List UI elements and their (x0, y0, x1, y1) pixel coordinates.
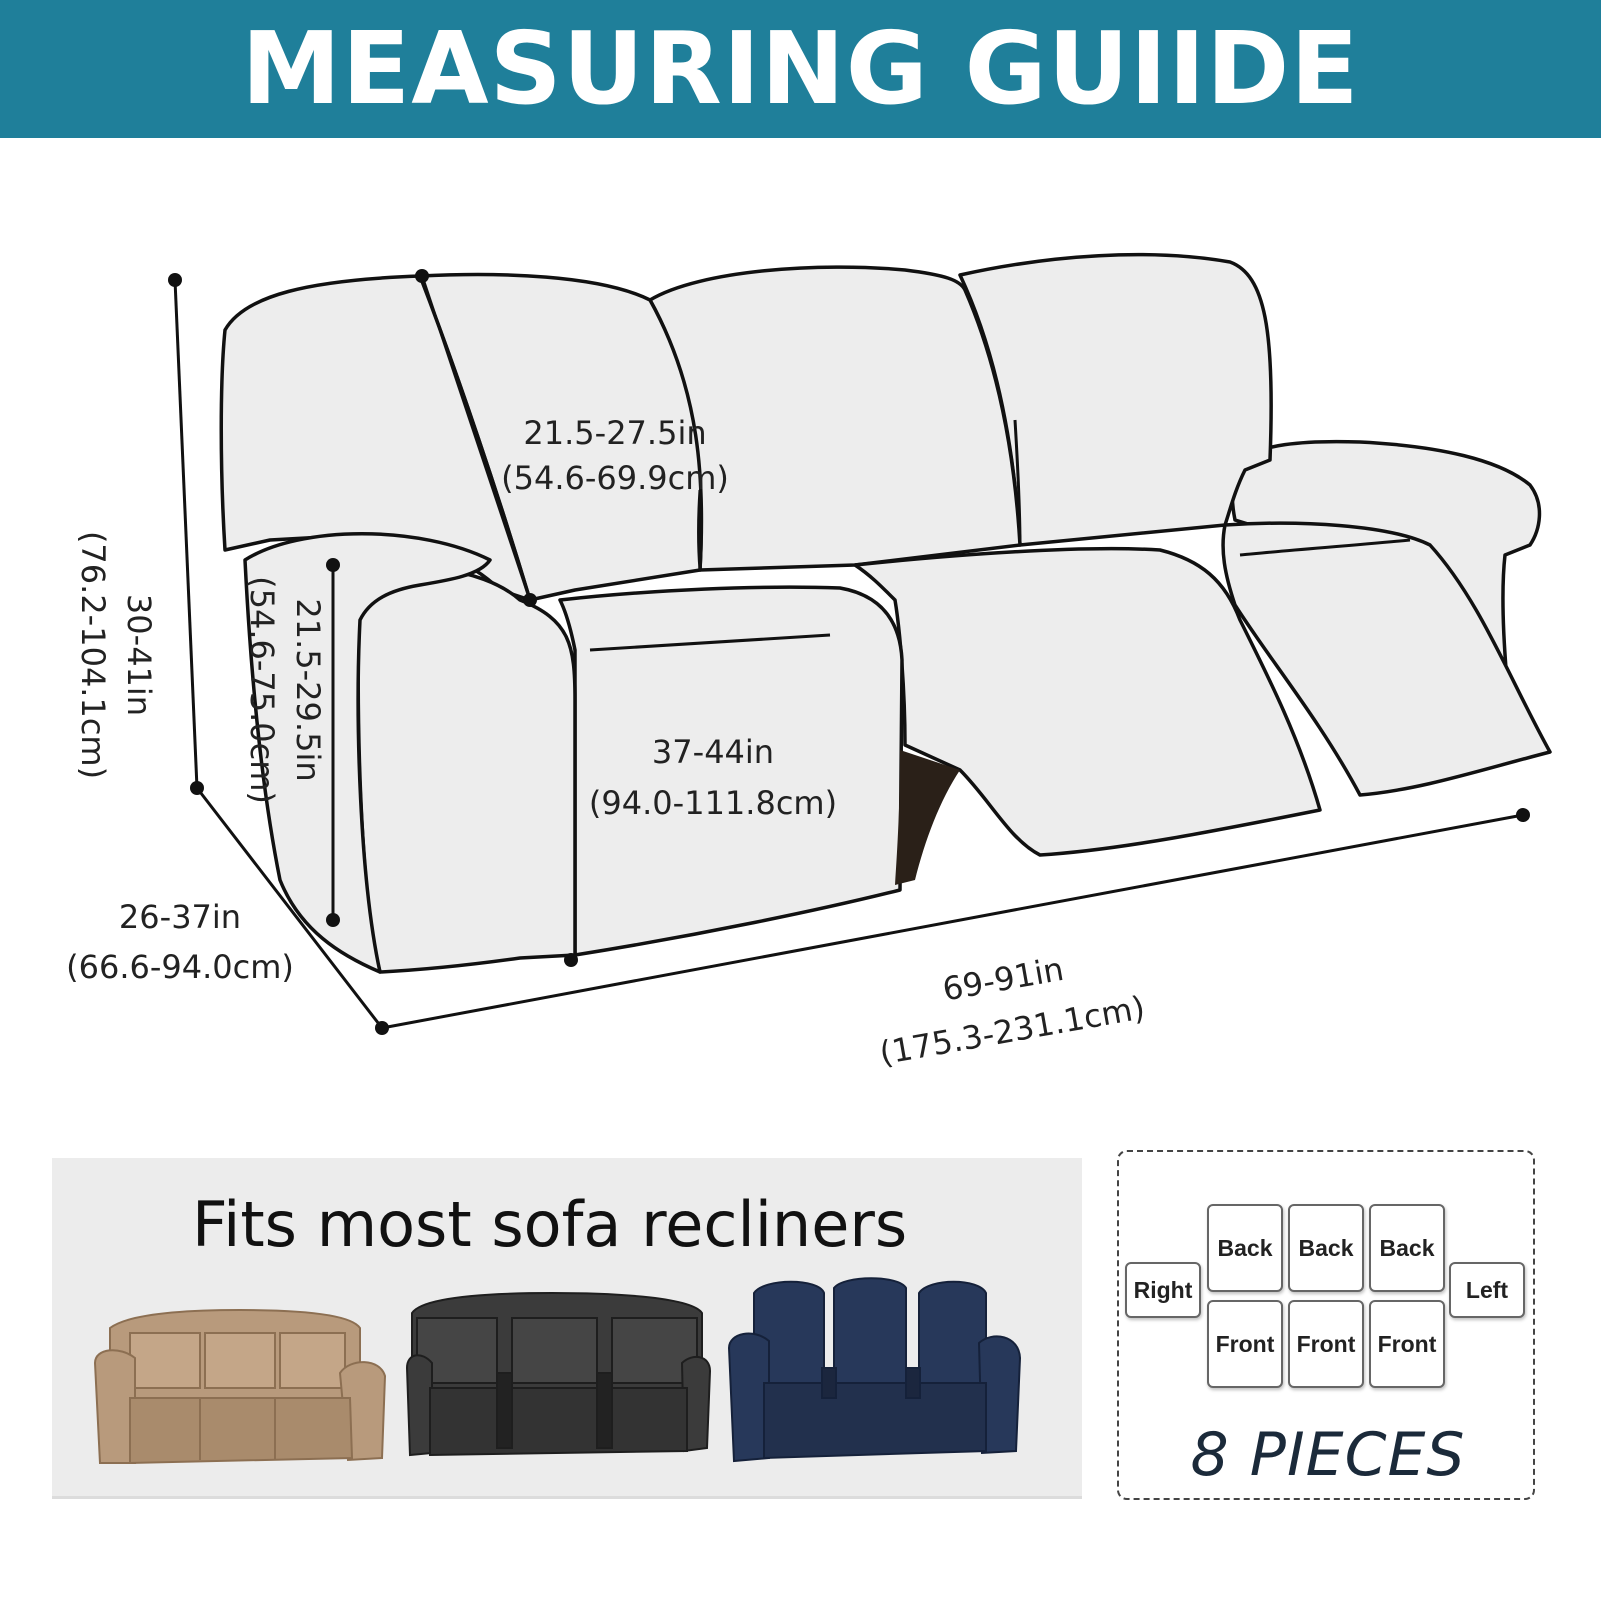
total-height-cm: (76.2-104.1cm) (74, 531, 112, 779)
sofa-left-arm-side (243, 532, 492, 974)
sofa-left-arm (356, 566, 577, 974)
back-width-cm: (54.6-69.9cm) (501, 459, 729, 497)
seat-depth-inches: 37-44in (652, 733, 774, 771)
arm-height-inches: 21.5-29.5in (289, 598, 327, 781)
piece-front-3: Front (1369, 1300, 1445, 1388)
total-width-cm: (175.3-231.1cm) (877, 988, 1148, 1072)
arm-height-cm: (54.6-75.0cm) (243, 576, 281, 804)
tan-sofa (93, 1308, 387, 1465)
total-height-inches: 30-41in (120, 594, 158, 716)
header-banner: MEASURING GUIIDE (0, 0, 1601, 138)
fits-title: Fits most sofa recliners (192, 1188, 908, 1261)
piece-back-3: Back (1369, 1204, 1445, 1292)
piece-front-2: Front (1288, 1300, 1364, 1388)
side-depth-inches: 26-37in (119, 898, 241, 936)
piece-front-1: Front (1207, 1300, 1283, 1388)
piece-left: Left (1449, 1262, 1525, 1318)
piece-right: Right (1125, 1262, 1201, 1318)
black-sofa (405, 1291, 712, 1457)
side-depth-cm: (66.6-94.0cm) (66, 948, 294, 986)
seat-depth-cm: (94.0-111.8cm) (589, 784, 837, 822)
page-title: MEASURING GUIIDE (241, 10, 1360, 127)
fits-panel: Fits most sofa recliners (52, 1158, 1082, 1499)
pieces-count: 8 PIECES (1190, 1420, 1466, 1490)
tan-sofa-image (93, 1308, 387, 1465)
recliner-mechanism (895, 750, 960, 885)
sofa-diagram: 21.5-27.5in (54.6-69.9cm) 37-44in (94.0-… (66, 252, 1552, 1072)
sofa-right-seat (1221, 521, 1552, 797)
pieces-panel: Right Back Back Back Left Front Front Fr… (1117, 1150, 1535, 1500)
navy-sofa-image (727, 1277, 1022, 1463)
black-sofa-image (405, 1291, 712, 1457)
piece-back-2: Back (1288, 1204, 1364, 1292)
piece-back-1: Back (1207, 1204, 1283, 1292)
back-width-inches: 21.5-27.5in (523, 414, 706, 452)
navy-sofa (727, 1277, 1022, 1463)
total-width-inches: 69-91in (940, 950, 1067, 1009)
